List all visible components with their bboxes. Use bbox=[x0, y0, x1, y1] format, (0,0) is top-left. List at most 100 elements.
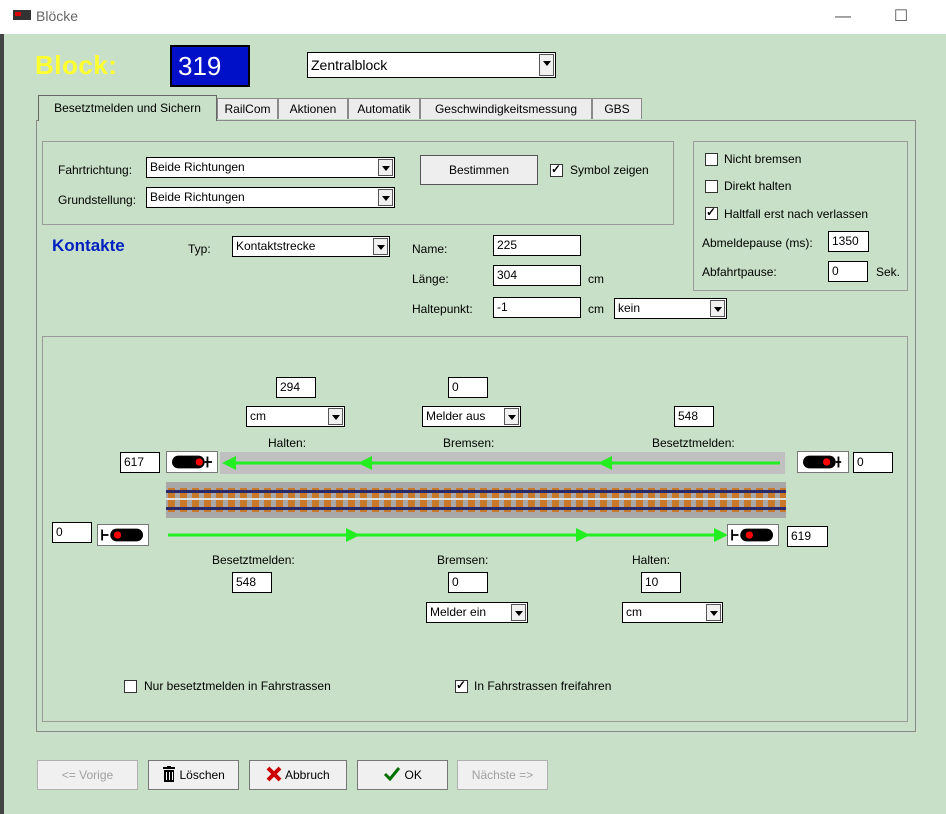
signal-icon[interactable] bbox=[97, 524, 149, 546]
top-halten-input[interactable]: 294 bbox=[276, 377, 316, 398]
block-type-value: Zentralblock bbox=[311, 57, 388, 73]
bottom-halten-input[interactable]: 10 bbox=[641, 572, 681, 593]
top-bremsen-input[interactable]: 0 bbox=[448, 377, 488, 398]
bestimmen-button[interactable]: Bestimmen bbox=[420, 155, 538, 185]
window-left-border bbox=[0, 34, 4, 814]
arrow-right-icon: => bbox=[519, 768, 534, 782]
abfahrtpause-input[interactable]: 0 bbox=[828, 261, 868, 282]
symbol-zeigen-checkbox[interactable] bbox=[550, 162, 563, 177]
loeschen-button[interactable]: Löschen bbox=[148, 760, 239, 790]
block-number[interactable]: 319 bbox=[170, 45, 250, 87]
chevron-down-icon[interactable] bbox=[539, 54, 554, 76]
track-group bbox=[42, 336, 908, 722]
abbruch-label: Abbruch bbox=[284, 768, 330, 782]
bottom-besetzt-input[interactable]: 548 bbox=[232, 572, 272, 593]
naechste-button[interactable]: Nächste => bbox=[457, 760, 548, 790]
top-right-signal-input[interactable]: 0 bbox=[853, 452, 893, 473]
block-type-select[interactable]: Zentralblock bbox=[307, 52, 556, 78]
block-label: Block: bbox=[35, 50, 118, 80]
trash-icon bbox=[163, 766, 176, 782]
close-icon bbox=[266, 766, 282, 782]
bottom-right-signal-input[interactable]: 619 bbox=[787, 526, 828, 547]
direkt-halten-checkbox[interactable] bbox=[705, 180, 718, 193]
haltfall-checkbox[interactable] bbox=[705, 205, 718, 220]
bottom-bremsen-select-value: Melder ein bbox=[430, 605, 487, 619]
fahrtrichtung-select[interactable]: Beide Richtungen bbox=[146, 157, 395, 178]
track-rails bbox=[166, 482, 786, 518]
checkmark-icon bbox=[384, 767, 401, 782]
maximize-button[interactable]: ☐ bbox=[893, 8, 909, 25]
fahrtrichtung-value: Beide Richtungen bbox=[150, 160, 245, 174]
chevron-down-icon[interactable] bbox=[378, 189, 393, 206]
name-label: Name: bbox=[412, 242, 448, 256]
top-left-signal-input[interactable]: 617 bbox=[120, 452, 160, 473]
grundstellung-label: Grundstellung: bbox=[58, 193, 137, 207]
laenge-input[interactable]: 304 bbox=[493, 265, 581, 286]
signal-icon[interactable] bbox=[727, 524, 779, 546]
top-bremsen-label: Bremsen: bbox=[443, 436, 495, 450]
tab-automatik[interactable]: Automatik bbox=[348, 98, 420, 119]
chevron-down-icon[interactable] bbox=[706, 604, 721, 621]
nicht-bremsen-checkbox[interactable] bbox=[705, 153, 718, 166]
bottom-direction-arrows bbox=[168, 528, 728, 542]
top-besetzt-input[interactable]: 548 bbox=[674, 406, 714, 427]
top-halten-unit-select[interactable]: cm bbox=[246, 406, 345, 427]
signal-icon[interactable] bbox=[166, 451, 218, 473]
nur-besetzt-checkbox[interactable] bbox=[124, 680, 137, 693]
abmeldepause-input[interactable]: 1350 bbox=[828, 231, 869, 252]
abfahrtpause-unit: Sek. bbox=[876, 265, 901, 279]
tab-panel bbox=[36, 120, 916, 732]
title-bar bbox=[0, 0, 946, 34]
tab-railcom[interactable]: RailCom bbox=[217, 98, 278, 119]
typ-label: Typ: bbox=[188, 242, 211, 256]
bottom-halten-unit-select[interactable]: cm bbox=[622, 602, 723, 623]
abfahrtpause-label: Abfahrtpause: bbox=[702, 265, 777, 279]
loeschen-label: Löschen bbox=[179, 768, 225, 782]
bottom-bremsen-select[interactable]: Melder ein bbox=[426, 602, 528, 623]
symbol-zeigen-label: Symbol zeigen bbox=[570, 163, 649, 177]
top-besetzt-label: Besetztmelden: bbox=[652, 436, 735, 450]
minimize-button[interactable]: — bbox=[835, 8, 851, 25]
typ-select[interactable]: Kontaktstrecke bbox=[232, 236, 390, 257]
tab-aktionen[interactable]: Aktionen bbox=[278, 98, 348, 119]
name-input[interactable]: 225 bbox=[493, 235, 581, 256]
tab-besetztmelden[interactable]: Besetztmelden und Sichern bbox=[38, 95, 217, 121]
nicht-bremsen-label: Nicht bremsen bbox=[724, 152, 802, 166]
chevron-down-icon[interactable] bbox=[328, 408, 343, 425]
nur-besetzt-label: Nur besetztmelden in Fahrstrassen bbox=[144, 679, 331, 693]
app-icon bbox=[13, 10, 31, 20]
chevron-down-icon[interactable] bbox=[504, 408, 519, 425]
tab-geschwindigkeitsmessung[interactable]: Geschwindigkeitsmessung bbox=[420, 98, 592, 119]
chevron-down-icon[interactable] bbox=[511, 604, 526, 621]
bottom-halten-unit-value: cm bbox=[626, 605, 642, 619]
top-bremsen-select-value: Melder aus bbox=[426, 409, 486, 423]
ok-button[interactable]: OK bbox=[357, 760, 448, 790]
bottom-besetzt-label: Besetztmelden: bbox=[212, 553, 295, 567]
fahrtrichtung-label: Fahrtrichtung: bbox=[58, 163, 133, 177]
abmeldepause-label: Abmeldepause (ms): bbox=[702, 236, 813, 250]
top-halten-unit-value: cm bbox=[250, 409, 266, 423]
bottom-left-signal-input[interactable]: 0 bbox=[52, 522, 92, 543]
haltepunkt-select[interactable]: kein bbox=[614, 298, 727, 319]
kontakte-title: Kontakte bbox=[52, 236, 125, 255]
top-bremsen-select[interactable]: Melder aus bbox=[422, 406, 521, 427]
direction-group bbox=[42, 141, 674, 225]
vorige-button[interactable]: <= Vorige bbox=[37, 760, 138, 790]
tab-gbs[interactable]: GBS bbox=[592, 98, 642, 119]
abbruch-button[interactable]: Abbruch bbox=[249, 760, 347, 790]
freifahren-checkbox[interactable] bbox=[455, 678, 468, 693]
top-direction-arrows bbox=[220, 452, 785, 474]
haltepunkt-input[interactable]: -1 bbox=[493, 297, 581, 318]
laenge-unit: cm bbox=[588, 272, 604, 286]
bottom-bremsen-label: Bremsen: bbox=[437, 553, 489, 567]
grundstellung-select[interactable]: Beide Richtungen bbox=[146, 187, 395, 208]
bottom-bremsen-input[interactable]: 0 bbox=[448, 572, 488, 593]
chevron-down-icon[interactable] bbox=[710, 300, 725, 317]
arrow-left-icon: <= bbox=[61, 768, 76, 782]
freifahren-label: In Fahrstrassen freifahren bbox=[474, 679, 612, 693]
chevron-down-icon[interactable] bbox=[373, 238, 388, 255]
signal-icon[interactable] bbox=[797, 451, 849, 473]
chevron-down-icon[interactable] bbox=[378, 159, 393, 176]
haltepunkt-select-value: kein bbox=[618, 301, 641, 315]
naechste-label: Nächste bbox=[471, 768, 516, 782]
